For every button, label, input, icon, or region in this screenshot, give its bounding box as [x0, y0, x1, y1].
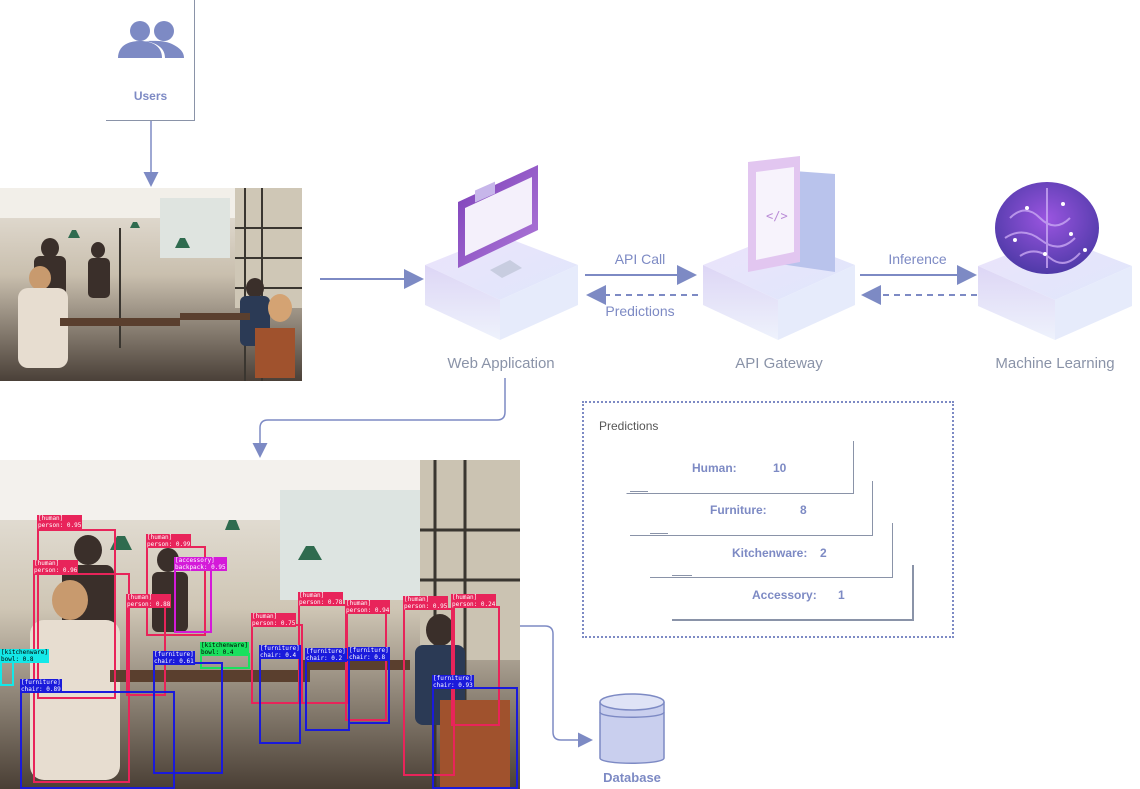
users-node: Users	[106, 0, 195, 121]
prediction-card: Human: 10	[626, 441, 854, 494]
detection-tag: [human]person: 0.95	[37, 515, 83, 529]
prediction-value: 1	[838, 588, 845, 602]
svg-text:</>: </>	[766, 209, 788, 223]
detection-tag: [kitchenware]bowl: 0.4	[200, 642, 249, 656]
web-application-node: Web Application	[420, 160, 582, 372]
detection-tag: [accessory]backpack: 0.95	[174, 557, 227, 571]
detection-tag: [furniture]chair: 0.2	[305, 648, 347, 662]
detection-tag: [human]person: 0.75	[251, 613, 297, 627]
machine-learning-label: Machine Learning	[995, 355, 1115, 372]
predictions-flow-label: Predictions	[605, 303, 675, 319]
web-app-icon	[425, 165, 578, 340]
database-label: Database	[603, 770, 661, 785]
brain-icon	[978, 182, 1132, 340]
api-call-label: API Call	[614, 251, 666, 267]
detection-tag: [furniture]chair: 0.8	[348, 647, 390, 661]
detection-box	[33, 573, 130, 783]
prediction-card: Accessory: 1	[672, 565, 914, 621]
cafe-photo	[0, 188, 302, 381]
detection-tag: [human]person: 0.94	[345, 600, 391, 614]
prediction-value: 2	[820, 546, 827, 560]
users-icon	[118, 21, 184, 58]
predictions-panel: Predictions Human: 10 Furniture: 8 Kitch…	[582, 401, 954, 638]
inference-label: Inference	[888, 251, 947, 267]
detection-tag: [human]person: 0.78	[298, 592, 344, 606]
prediction-label: Human:	[692, 461, 737, 475]
detection-box	[20, 691, 175, 789]
detection-photo: [human]person: 0.95 [human]person: 0.99 …	[0, 460, 520, 789]
prediction-value: 10	[773, 461, 787, 475]
database-icon	[599, 693, 665, 764]
users-label: Users	[133, 89, 168, 103]
detection-box	[432, 687, 518, 789]
api-gateway-node: </> API Gateway	[700, 152, 858, 372]
detection-tag: [furniture]chair: 0.93	[432, 675, 474, 689]
prediction-label: Accessory:	[752, 588, 817, 602]
detection-tag: [human]person: 0.24	[451, 594, 497, 608]
prediction-card: Furniture: 8	[630, 481, 873, 536]
detection-tag: [furniture]chair: 0.89	[20, 679, 62, 693]
api-gateway-icon: </>	[703, 156, 855, 340]
web-application-label: Web Application	[447, 355, 555, 372]
machine-learning-node: Machine Learning	[975, 178, 1135, 372]
api-gateway-label: API Gateway	[735, 355, 823, 372]
detection-tag: [furniture]chair: 0.61	[153, 651, 195, 665]
prediction-value: 8	[800, 503, 807, 517]
database-node: Database	[596, 692, 668, 789]
prediction-label: Kitchenware:	[732, 546, 808, 560]
detection-tag: [kitchenware]bowl: 0.8	[0, 649, 49, 663]
prediction-card: Kitchenware: 2	[650, 523, 893, 578]
detection-box	[174, 568, 212, 633]
detection-box	[0, 660, 14, 686]
detection-tag: [furniture]chair: 0.4	[259, 645, 301, 659]
detection-box	[259, 656, 301, 744]
detection-box	[305, 659, 350, 731]
detection-box	[348, 658, 390, 724]
detection-tag: [human]person: 0.95	[403, 596, 449, 610]
predictions-panel-title: Predictions	[599, 419, 659, 433]
prediction-label: Furniture:	[710, 503, 767, 517]
detection-tag: [human]person: 0.99	[146, 534, 192, 548]
detection-box	[37, 529, 116, 699]
detection-tag: [human]person: 0.96	[33, 560, 79, 574]
detection-tag: [human]person: 0.88	[126, 594, 172, 608]
